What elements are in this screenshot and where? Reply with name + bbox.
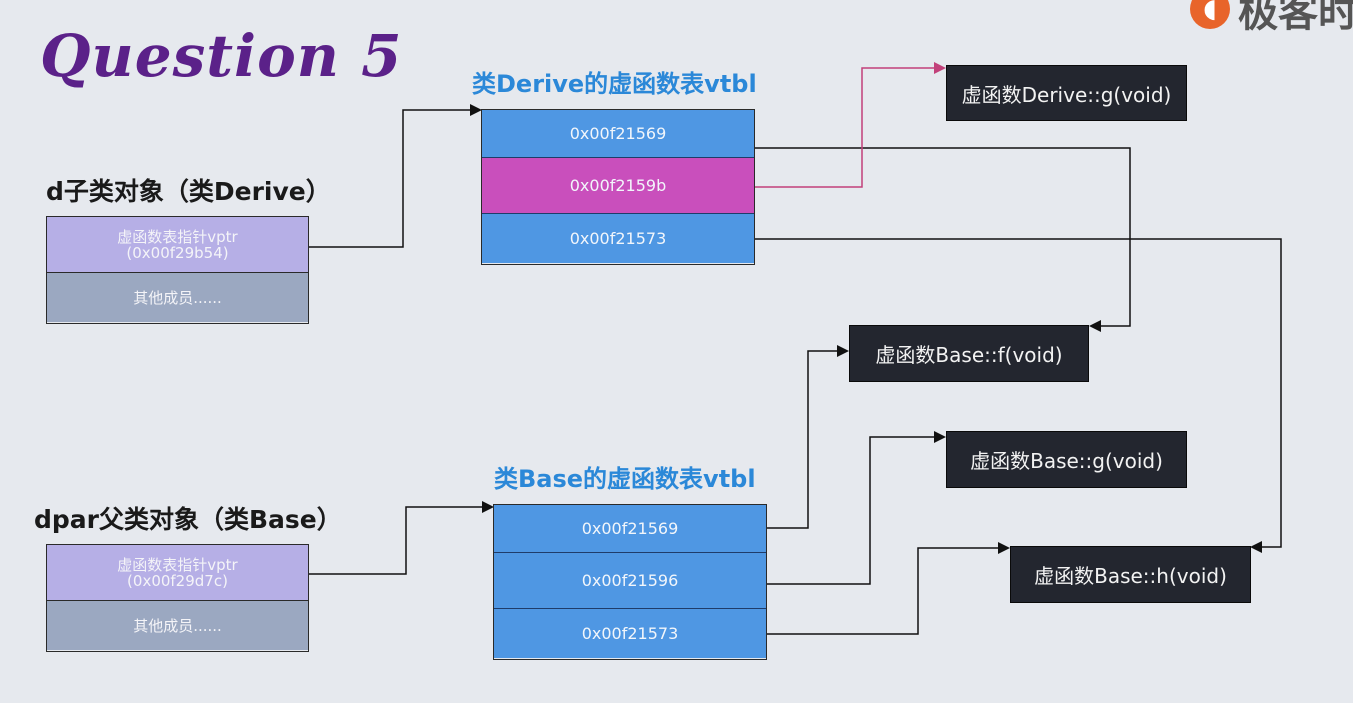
arrow-derive-slot2	[755, 238, 1282, 553]
derive-vtbl-slot-1: 0x00f2159b	[482, 158, 754, 214]
page-title: Question 5	[40, 22, 403, 90]
func-base-f: 虚函数Base::f(void)	[849, 325, 1089, 382]
func-base-g: 虚函数Base::g(void)	[946, 431, 1187, 488]
base-vptr-text: 虚函数表指针vptr	[117, 555, 238, 574]
derive-object: 虚函数表指针vptr (0x00f29b54) 其他成员......	[46, 216, 309, 324]
derive-vptr-address: (0x00f29b54)	[126, 243, 229, 262]
base-object: 虚函数表指针vptr (0x00f29d7c) 其他成员......	[46, 544, 309, 652]
derive-vtbl-slot-2: 0x00f21573	[482, 214, 754, 263]
derive-vptr-text: 虚函数表指针vptr	[117, 227, 238, 246]
derive-other-members: 其他成员......	[47, 273, 308, 322]
derive-vptr-cell: 虚函数表指针vptr (0x00f29b54)	[47, 217, 308, 273]
arrow-base-slot0	[767, 345, 849, 529]
arrow-derive-slot0	[755, 147, 1131, 332]
derive-vtbl: 0x00f21569 0x00f2159b 0x00f21573	[481, 109, 755, 265]
brand-logo: ◖ 极客时	[1190, 0, 1353, 36]
derive-vtbl-title: 类Derive的虚函数表vtbl	[472, 70, 757, 98]
base-vptr-cell: 虚函数表指针vptr (0x00f29d7c)	[47, 545, 308, 601]
derive-object-label: d子类对象（类Derive）	[46, 177, 331, 206]
logo-text: 极客时	[1238, 0, 1353, 36]
base-vtbl-slot-1: 0x00f21596	[494, 553, 766, 609]
base-vtbl-slot-2: 0x00f21573	[494, 609, 766, 658]
func-derive-g: 虚函数Derive::g(void)	[946, 65, 1187, 121]
arrow-derive-vptr	[309, 104, 482, 248]
arrow-base-slot2	[767, 542, 1010, 635]
base-vtbl-slot-0: 0x00f21569	[494, 505, 766, 553]
derive-vtbl-slot-0: 0x00f21569	[482, 110, 754, 158]
base-other-members: 其他成员......	[47, 601, 308, 650]
base-vtbl: 0x00f21569 0x00f21596 0x00f21573	[493, 504, 767, 660]
base-vptr-address: (0x00f29d7c)	[127, 571, 228, 590]
base-vtbl-title: 类Base的虚函数表vtbl	[494, 465, 756, 493]
func-base-h: 虚函数Base::h(void)	[1010, 546, 1251, 603]
arrow-derive-slot1	[755, 62, 946, 188]
base-object-label: dpar父类对象（类Base）	[34, 505, 342, 534]
arrow-base-vptr	[309, 501, 494, 575]
arrow-base-slot1	[767, 431, 946, 585]
